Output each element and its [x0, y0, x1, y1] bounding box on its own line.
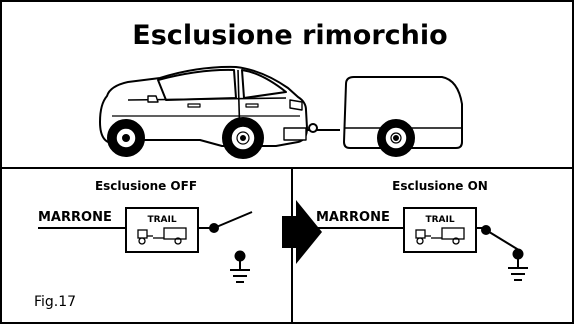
panel-off-wire-label: MARRONE	[38, 210, 112, 225]
trailer-icon	[343, 76, 463, 157]
panel-off-heading: Esclusione OFF	[95, 179, 197, 193]
tractor-trailer-icon	[137, 227, 187, 245]
panel-on-wire-label: MARRONE	[316, 210, 390, 225]
arrow-right-icon	[282, 200, 322, 264]
panel-on-heading: Esclusione ON	[392, 179, 488, 193]
panel-off: Esclusione OFF MARRONE TRAIL	[38, 179, 253, 283]
panel-on-switch-lever-closed	[485, 229, 523, 253]
title: Esclusione rimorchio	[132, 20, 447, 51]
figure-label: Fig.17	[34, 294, 76, 310]
ground-icon	[230, 250, 250, 283]
ground-icon	[508, 248, 528, 281]
car-icon	[99, 65, 308, 159]
tractor-trailer-icon	[415, 227, 465, 245]
panel-off-switch-lever-open	[213, 211, 253, 229]
panel-on: Esclusione ON MARRONE TRAIL	[316, 179, 528, 281]
panel-off-box-label: TRAIL	[147, 215, 176, 225]
panel-on-box-label: TRAIL	[425, 215, 454, 225]
tow-hitch	[306, 123, 340, 133]
